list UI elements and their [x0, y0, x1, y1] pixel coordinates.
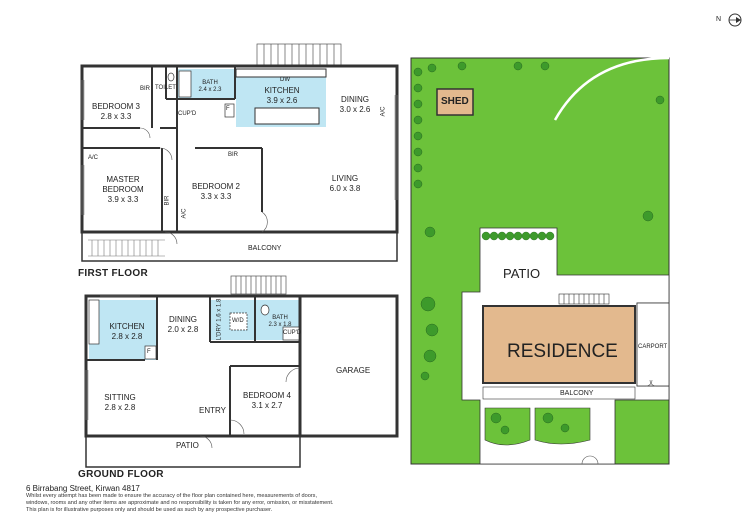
gf-cupd-label: CUP'D: [283, 330, 302, 336]
gf-wd-label: W/D: [232, 318, 244, 324]
ground-floor-plan: [84, 275, 399, 468]
site-driveway: [553, 56, 670, 121]
site-residence-label: RESIDENCE: [507, 341, 618, 362]
ff-bath-tub: [178, 70, 192, 98]
property-address: 6 Birrabang Street, Kirwan 4817: [26, 484, 140, 493]
gf-stairs: [230, 275, 287, 295]
first-floor-title: FIRST FLOOR: [78, 268, 148, 279]
ff-bir3-label: BIR: [164, 195, 171, 206]
gf-fridge-label: F: [147, 349, 151, 355]
ff-interior-walls: [82, 66, 263, 232]
ff-ac-left-label: A/C: [88, 155, 99, 161]
gf-ldry-label: L'DRY 1.6 x 1.8: [216, 298, 223, 341]
site-carport-label: CARPORT: [638, 344, 668, 350]
ff-fridge: [224, 103, 235, 118]
site-plan: [410, 56, 670, 465]
site-residence: [482, 305, 636, 384]
site-balcony-label: BALCONY: [560, 390, 594, 397]
ff-bir2-label: BIR: [228, 152, 239, 158]
ff-windows: [81, 80, 398, 215]
site-shed-label: SHED: [441, 96, 469, 107]
site-hedge: [481, 231, 555, 241]
ff-ac-right-label: A/C: [380, 106, 387, 117]
gf-fixtures: [88, 299, 300, 360]
disclaimer-line-1: Whilst every attempt has been made to en…: [26, 493, 318, 499]
compass-icon: [728, 13, 742, 27]
gf-patio: [85, 435, 301, 468]
ff-cupd-label: CUP'D: [178, 111, 197, 117]
ff-balcony-stairs: [88, 239, 165, 257]
compass-label: N: [716, 16, 722, 23]
ff-dw-label: DW: [280, 77, 290, 83]
ff-kitchen-bench: [235, 68, 327, 125]
ff-doors: [139, 127, 268, 245]
ff-toilet-label: TOILET: [155, 85, 176, 91]
gf-windows: [85, 295, 140, 420]
ff-balcony: [81, 231, 398, 262]
site-shed: [436, 88, 474, 116]
site-carport: [636, 302, 670, 387]
site-stairs: [558, 293, 610, 305]
ff-fridge-label: F: [226, 106, 230, 112]
gf-doors: [199, 367, 301, 449]
first-floor-plan: [80, 43, 399, 262]
site-balcony: [482, 386, 636, 400]
gf-entry-label: ENTRY: [199, 406, 226, 415]
disclaimer-line-2: windows, rooms and any other items are a…: [26, 500, 334, 506]
ff-balcony-label: BALCONY: [248, 245, 282, 252]
ff-bir1-label: BIR: [140, 86, 151, 92]
ff-toilet-bowl: [167, 72, 175, 82]
gf-patio-label: PATIO: [176, 441, 199, 450]
ff-top-stairs: [256, 43, 342, 67]
site-patio-label: PATIO: [503, 266, 541, 281]
site-garden-bed-left: [484, 407, 531, 446]
disclaimer-line-3: This plan is for illustrative purposes o…: [26, 507, 273, 513]
ground-floor-title: GROUND FLOOR: [78, 469, 164, 480]
site-trees: [413, 61, 665, 435]
gf-garage-label: GARAGE: [336, 366, 371, 375]
ff-ac-mid-label: A/C: [181, 208, 188, 219]
site-gates: [581, 379, 657, 465]
